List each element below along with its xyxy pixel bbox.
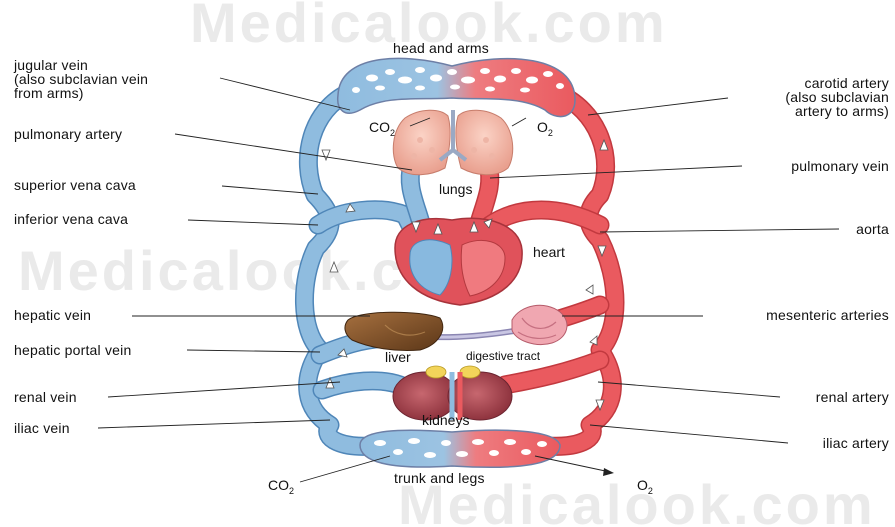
co2-trunk: CO2: [268, 477, 294, 496]
label-digestive-tract: digestive tract: [466, 349, 541, 363]
label-pulmonary-artery: pulmonary artery: [14, 126, 122, 142]
label-liver: liver: [385, 349, 411, 365]
label-jugular-vein-line3: from arms): [14, 85, 84, 101]
label-hepatic-portal-vein: hepatic portal vein: [14, 342, 131, 358]
label-inferior-vena-cava: inferior vena cava: [14, 211, 128, 227]
label-iliac-vein: iliac vein: [14, 420, 70, 436]
label-pulmonary-vein: pulmonary vein: [791, 158, 889, 174]
label-carotid-artery-line3: artery to arms): [795, 103, 889, 119]
head-arms-capillary-bed: [338, 58, 575, 116]
label-head-and-arms: head and arms: [393, 40, 489, 56]
label-renal-artery: renal artery: [816, 389, 889, 405]
label-lungs: lungs: [439, 181, 472, 197]
label-iliac-artery: iliac artery: [823, 435, 889, 451]
co2-lungs: CO2: [369, 119, 395, 138]
label-superior-vena-cava: superior vena cava: [14, 177, 136, 193]
label-mesenteric-arteries: mesenteric arteries: [766, 307, 889, 323]
label-aorta: aorta: [856, 221, 889, 237]
digestive-tract-illustration: [512, 305, 567, 344]
label-renal-vein: renal vein: [14, 389, 77, 405]
label-heart: heart: [533, 244, 565, 260]
lungs-illustration: [393, 110, 512, 175]
trunk-legs-capillary-bed: [360, 430, 560, 467]
label-trunk-and-legs: trunk and legs: [394, 470, 485, 486]
label-kidneys: kidneys: [422, 412, 469, 428]
label-hepatic-vein: hepatic vein: [14, 307, 91, 323]
o2-lungs: O2: [537, 119, 553, 138]
